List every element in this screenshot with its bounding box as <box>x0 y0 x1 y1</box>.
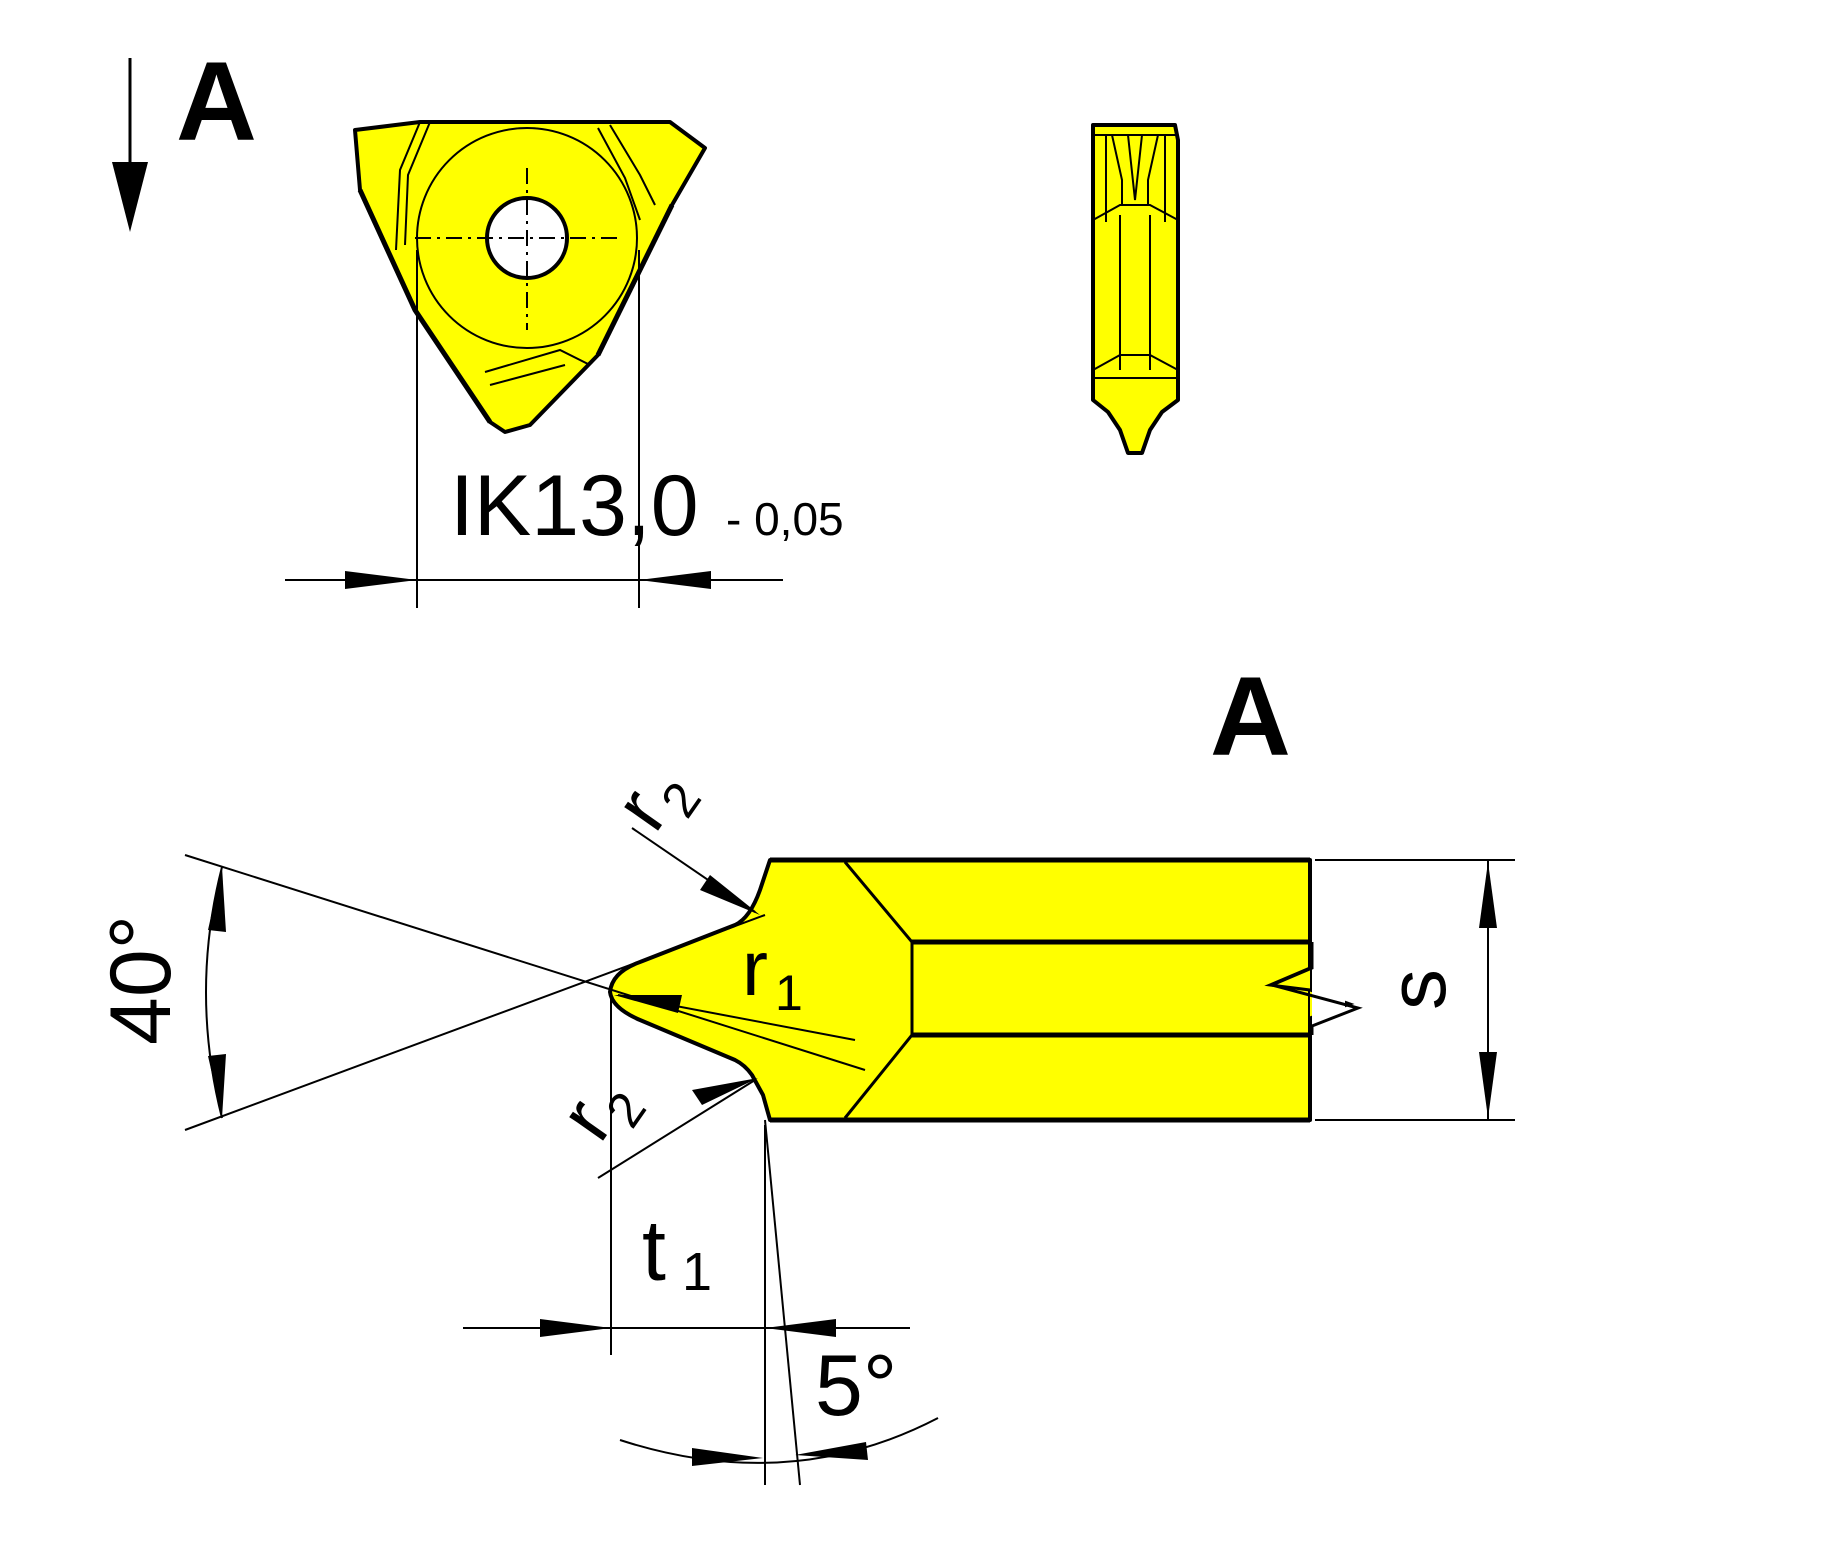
r2-upper-arrow <box>700 875 760 915</box>
chipbreaker-line-left-2 <box>404 121 431 246</box>
chipbreaker-line-right <box>609 124 656 206</box>
t1-arrow-right <box>765 1319 836 1337</box>
view-direction-arrow <box>112 58 148 232</box>
flank-extension-lower <box>184 914 766 1131</box>
s-dimension <box>1315 859 1515 1121</box>
r2-lower-arrow <box>692 1078 758 1105</box>
view-label-top: A <box>176 39 257 164</box>
r1-leader <box>614 994 856 1041</box>
flank-extension-upper <box>184 854 866 1071</box>
dim-arrow-left <box>345 571 417 589</box>
profile-outline <box>608 858 1312 1122</box>
dim-arrow-right <box>639 571 711 589</box>
side-line-3 <box>1111 134 1123 205</box>
side-view-outline <box>1091 123 1180 455</box>
angle-40-construction <box>184 854 866 1131</box>
angle-5-arrow-right <box>795 1442 868 1460</box>
angle-5-label: 5° <box>815 1338 897 1434</box>
angle-5-arrow-left <box>692 1448 763 1466</box>
t1-arrow-left <box>540 1319 611 1337</box>
ik-dimension <box>285 250 783 608</box>
break-zigzag <box>1267 942 1363 1035</box>
r1-arrow <box>614 995 682 1013</box>
side-line-4 <box>1147 134 1159 205</box>
insert-section-view <box>608 857 1363 1123</box>
r2-lower-leader <box>597 1078 758 1179</box>
angle-40-arrow-top <box>208 867 226 932</box>
profile-chamfer-line <box>843 861 914 1119</box>
angle-5-construction <box>619 1119 939 1486</box>
t1-label-sub: 1 <box>682 1242 712 1302</box>
side-line-6 <box>1092 204 1179 221</box>
chipbreaker-line-left <box>395 121 421 251</box>
s-arrow-top <box>1479 862 1497 928</box>
side-line-9 <box>1092 354 1179 371</box>
angle-40-arrow-bottom <box>208 1054 226 1118</box>
r1-label-sub: 1 <box>775 965 803 1021</box>
chipbreaker-line-bottom-2 <box>489 364 566 386</box>
insert-top-view <box>353 120 707 434</box>
t1-label: t <box>642 1203 666 1299</box>
arrow-down-icon <box>112 162 148 232</box>
r2-lower-label: r 2 <box>542 1082 657 1155</box>
r2-upper-label: r 2 <box>597 772 712 845</box>
s-arrow-bottom <box>1479 1052 1497 1118</box>
side-line-5 <box>1127 134 1143 201</box>
r2-lower-line <box>597 1079 756 1179</box>
s-label: s <box>1372 969 1463 1010</box>
ik-dimension-tolerance: - 0,05 <box>726 493 844 545</box>
chipbreaker-line-bottom <box>484 348 591 373</box>
r2-upper-leader <box>631 827 760 915</box>
insert-edge-right <box>595 203 675 357</box>
break-mask <box>1312 862 1345 1118</box>
t1-dimension <box>463 990 910 1485</box>
r1-label: r <box>742 924 768 1012</box>
clearance-line <box>764 1119 801 1486</box>
insert-side-view <box>1091 123 1180 455</box>
angle-40-label: 40° <box>93 915 189 1045</box>
insert-edge-left <box>357 188 493 424</box>
angle-5-arc <box>619 1417 939 1464</box>
ik-dimension-value: IK13,0 <box>450 458 699 554</box>
view-label-section: A <box>1210 654 1291 779</box>
chipbreaker-line-right-2 <box>597 127 641 221</box>
